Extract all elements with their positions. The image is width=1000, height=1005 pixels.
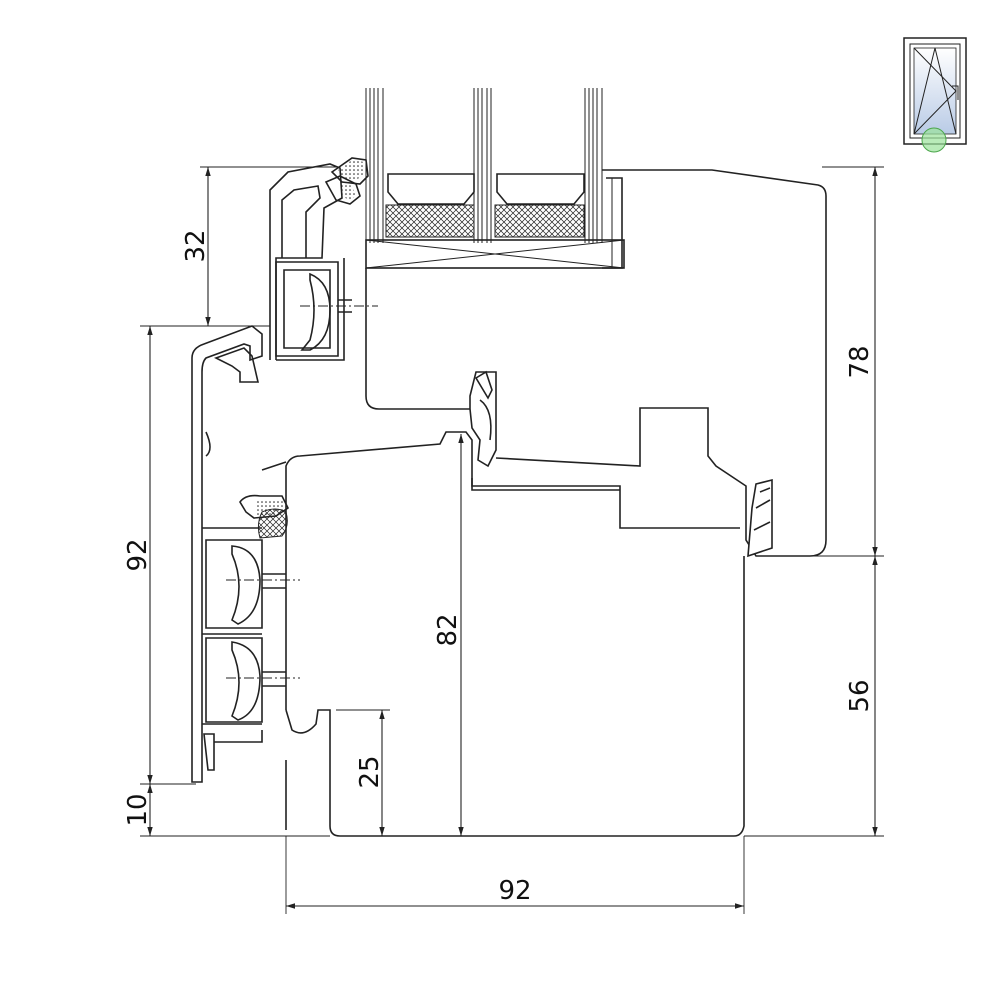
dimension-lines bbox=[140, 166, 884, 914]
highlight-marker bbox=[921, 127, 947, 153]
dim-label-frame-left: 92 bbox=[123, 538, 153, 571]
tilt-turn-window-icon bbox=[903, 37, 967, 153]
spacer-bar-left bbox=[387, 173, 475, 205]
dim-label-sash-top: 32 bbox=[181, 229, 211, 262]
sash-profile bbox=[269, 157, 827, 558]
dim-label-sash-right: 78 bbox=[845, 345, 875, 378]
secondary-seal-right bbox=[494, 204, 585, 238]
glass-pane-inner bbox=[584, 88, 603, 243]
dim-label-frame-depth: 92 bbox=[498, 876, 531, 906]
dim-label-bottom-notch: 25 bbox=[355, 755, 385, 788]
dim-label-frame-lower-right: 56 bbox=[845, 679, 875, 712]
glass-pane-middle bbox=[473, 88, 492, 243]
secondary-seal-left bbox=[385, 204, 475, 238]
dimension-labels: 32 92 10 78 56 82 25 92 bbox=[123, 229, 875, 906]
glazing-gasket-top bbox=[330, 157, 369, 185]
dim-label-frame-bottom-offset: 10 bbox=[123, 793, 153, 826]
sash-gasket-right bbox=[747, 478, 773, 558]
dim-label-frame-inner: 82 bbox=[433, 613, 463, 646]
spacer-bar-right bbox=[496, 173, 585, 205]
triple-glazing bbox=[365, 88, 625, 269]
glass-pane-outer bbox=[365, 88, 384, 243]
frame-profile bbox=[191, 325, 745, 837]
glazing-block bbox=[365, 239, 625, 269]
